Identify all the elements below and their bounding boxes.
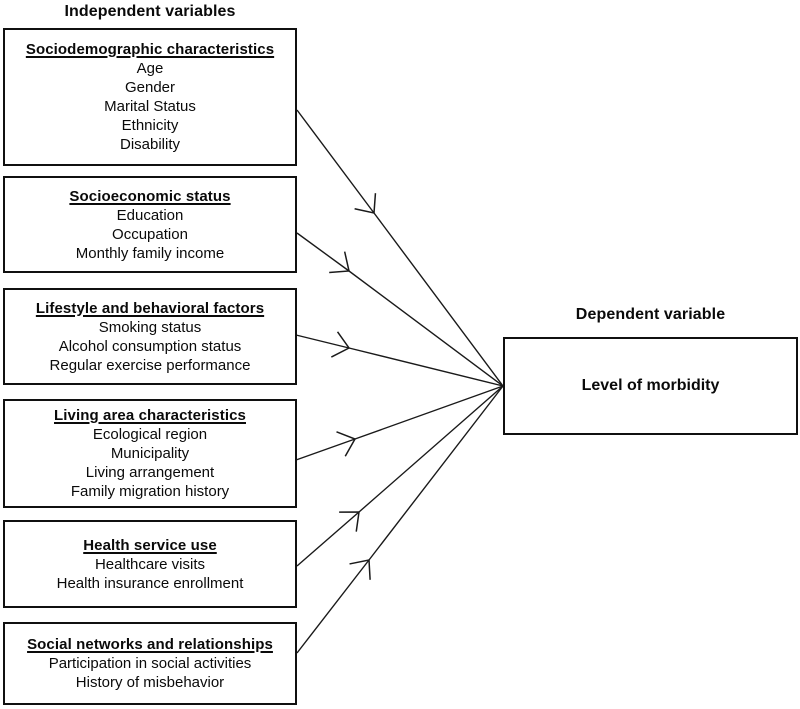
box-item: Living arrangement: [85, 464, 215, 481]
dependent-box-level-of-morbidity: Level of morbidity: [503, 337, 798, 435]
box-item: Ecological region: [92, 426, 208, 443]
box-item: Gender: [124, 79, 176, 96]
arrow-1: [296, 232, 504, 387]
box-item: Family migration history: [70, 483, 230, 500]
independent-box-living-area: Living area characteristics Ecological r…: [3, 399, 297, 508]
dependent-box-label: Level of morbidity: [581, 377, 720, 394]
independent-box-socioeconomic: Socioeconomic status Education Occupatio…: [3, 176, 297, 273]
box-item: History of misbehavior: [75, 674, 225, 691]
box-heading: Health service use: [83, 536, 217, 554]
box-item: Ethnicity: [121, 117, 179, 134]
box-heading: Sociodemographic characteristics: [25, 41, 275, 58]
arrow-2: [295, 331, 504, 387]
box-item: Alcohol consumption status: [58, 337, 242, 355]
box-item: Health insurance enrollment: [56, 574, 244, 592]
box-heading: Lifestyle and behavioral factors: [35, 299, 265, 317]
box-item: Disability: [119, 136, 180, 153]
independent-variables-title: Independent variables: [64, 3, 236, 20]
independent-box-health-service: Health service use Healthcare visits Hea…: [3, 520, 297, 608]
arrow-5: [296, 385, 504, 654]
independent-box-social-networks: Social networks and relationships Partic…: [3, 622, 297, 705]
arrow-3: [295, 385, 504, 461]
box-heading: Living area characteristics: [54, 407, 246, 424]
box-item: Occupation: [112, 225, 188, 243]
box-item: Regular exercise performance: [49, 356, 251, 374]
box-heading: Socioeconomic status: [69, 187, 231, 205]
box-item: Age: [136, 60, 164, 77]
arrow-0: [296, 109, 504, 387]
box-item: Healthcare visits: [94, 555, 206, 573]
box-item: Participation in social activities: [48, 655, 252, 672]
box-item: Municipality: [110, 445, 190, 462]
box-item: Monthly family income: [75, 244, 225, 262]
independent-box-sociodemographic: Sociodemographic characteristics Age Gen…: [3, 28, 297, 166]
arrow-4: [296, 385, 504, 567]
independent-box-lifestyle: Lifestyle and behavioral factors Smoking…: [3, 288, 297, 385]
dependent-variable-title: Dependent variable: [575, 306, 726, 323]
box-item: Smoking status: [98, 318, 202, 336]
box-item: Education: [116, 206, 184, 224]
box-heading: Social networks and relationships: [27, 636, 273, 653]
box-item: Marital Status: [104, 98, 196, 115]
